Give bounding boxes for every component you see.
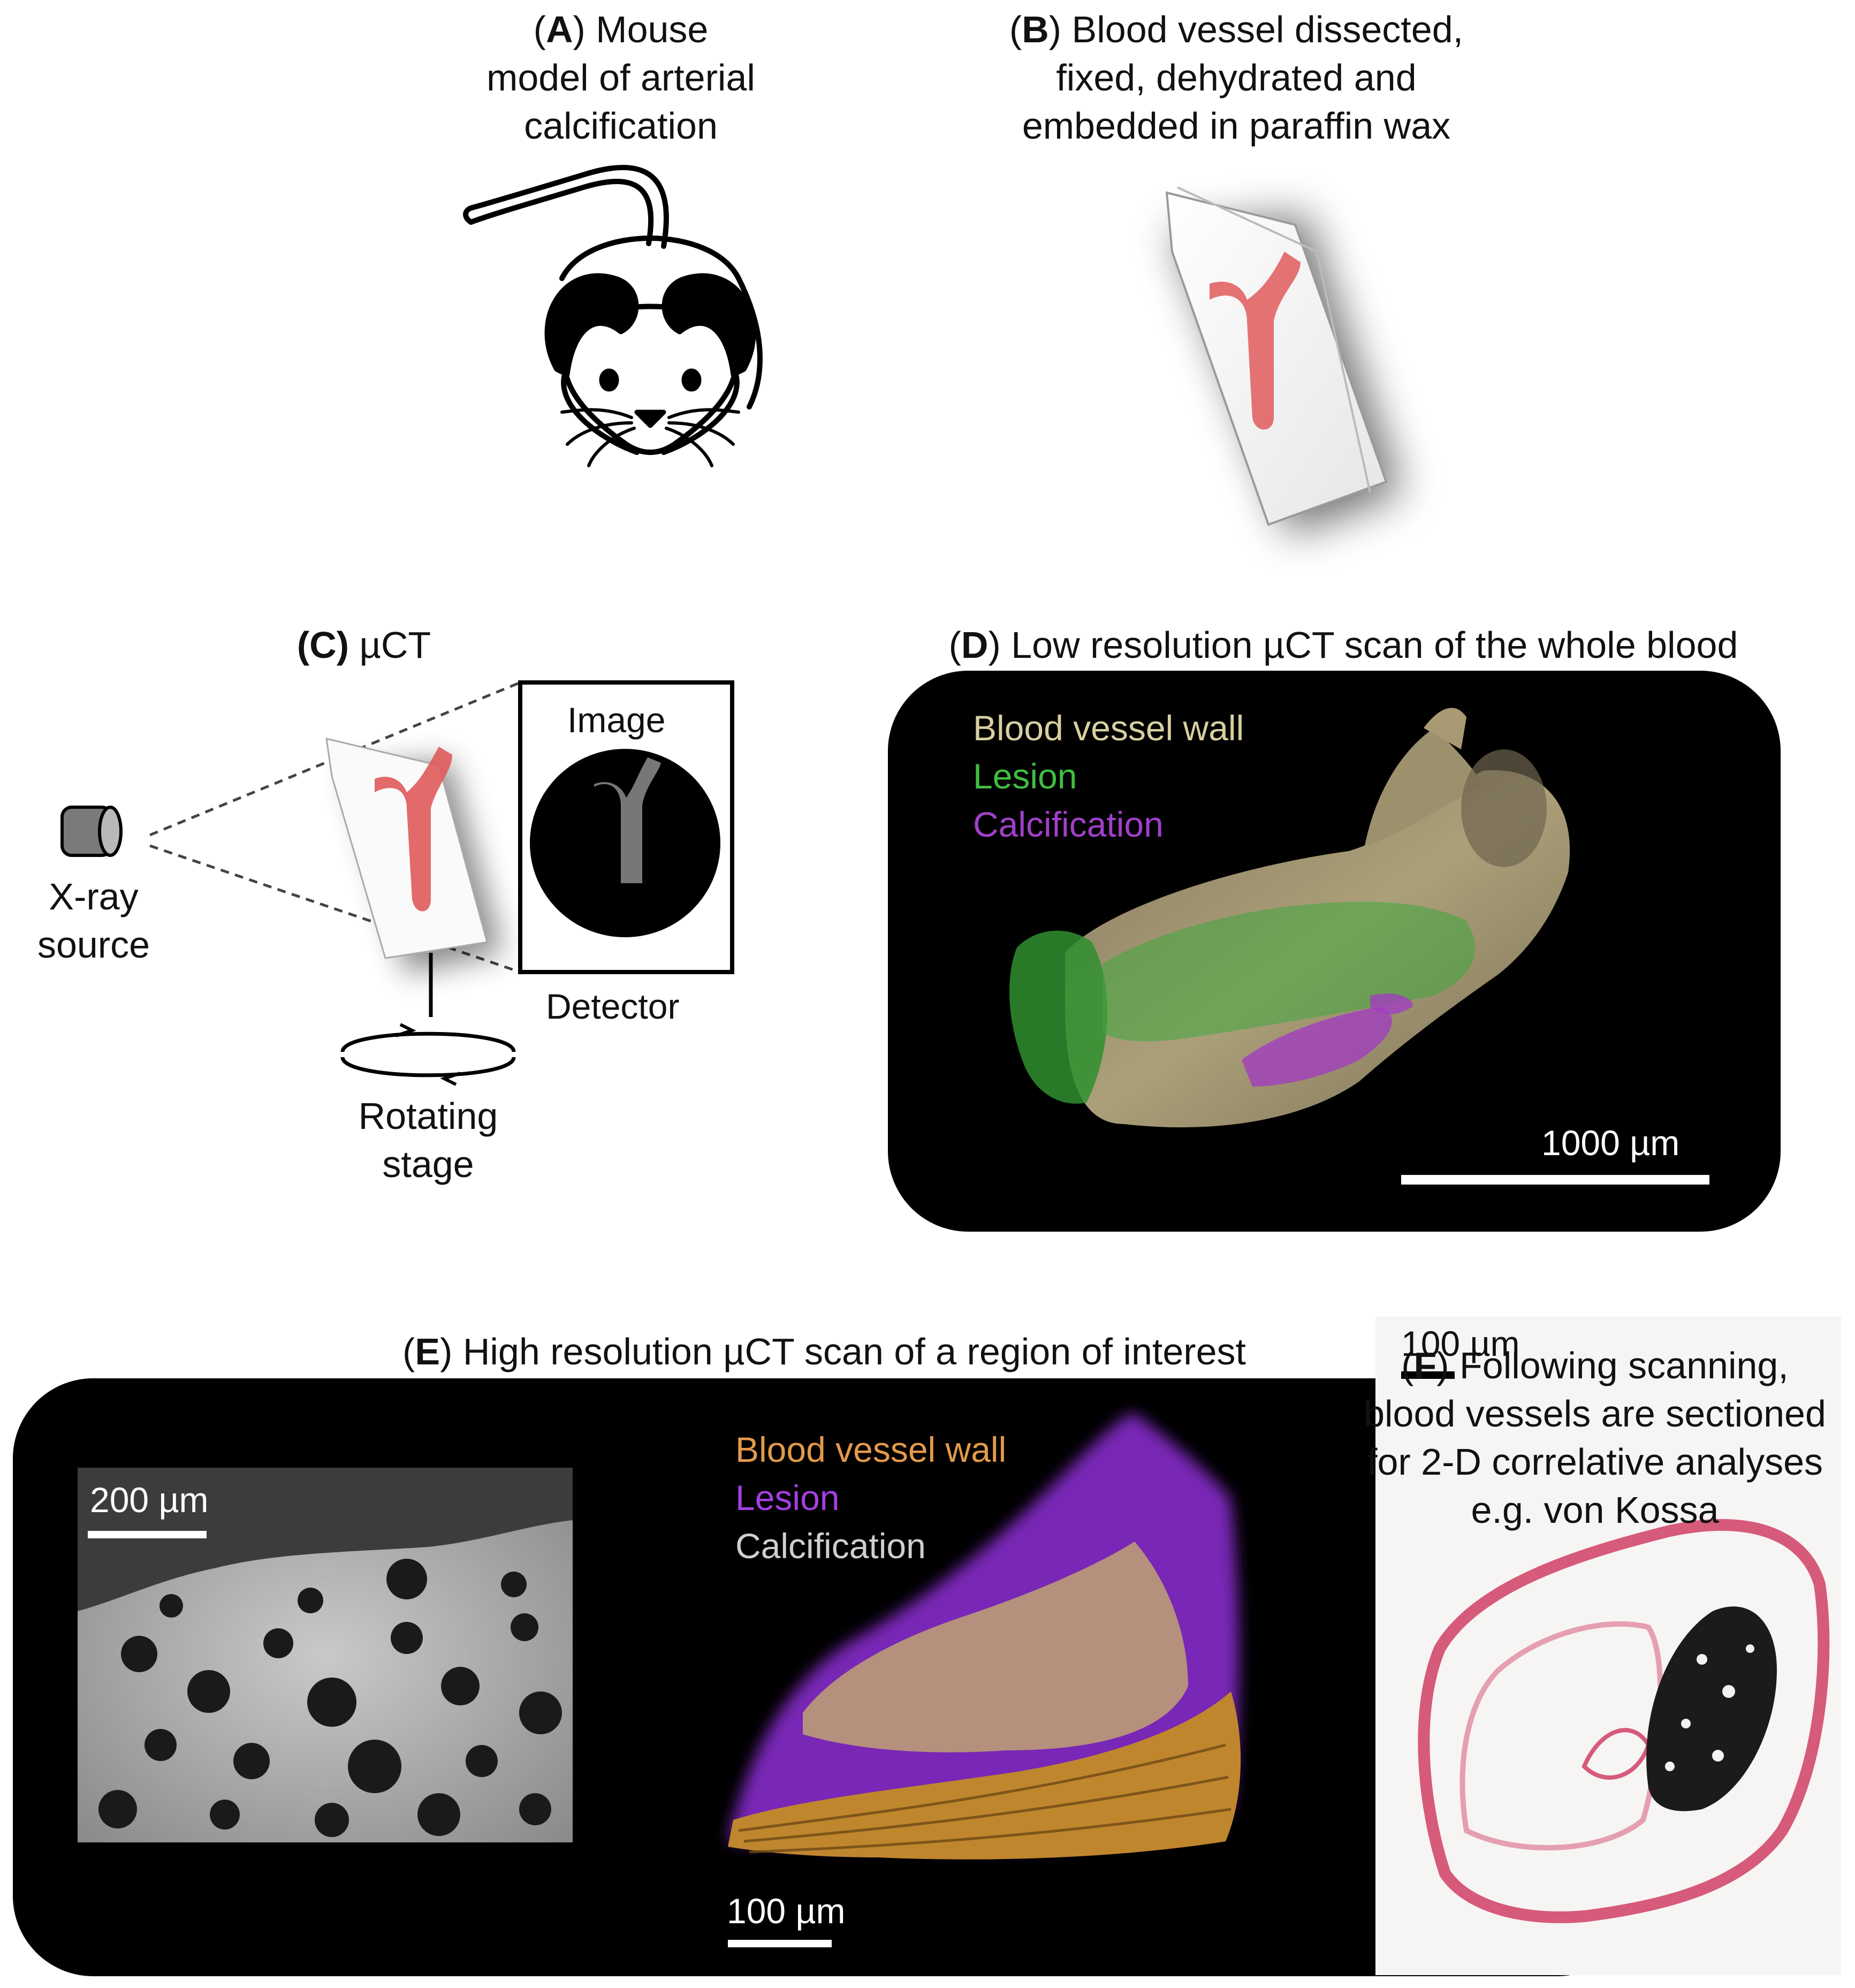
xray-source-icon <box>60 806 123 857</box>
e-legend-lesion: Lesion <box>735 1478 840 1517</box>
low-res-scalebar-line <box>1401 1175 1709 1185</box>
panel-f-title: (F) Following scanning, blood vessels ar… <box>1364 1345 1826 1531</box>
histology-scalebar-line <box>1401 1371 1455 1379</box>
sample-in-scanner-illustration <box>325 738 503 1017</box>
d-legend-calcification: Calcification <box>973 805 1164 844</box>
e-legend-calcification: Calcification <box>735 1526 926 1566</box>
d-legend-lesion: Lesion <box>973 756 1077 796</box>
panel-d-title: (D) Low resolution µCT scan of the whole… <box>948 624 1738 666</box>
detector-label: Detector <box>546 987 680 1026</box>
rotating-stage-label: Rotating stage <box>358 1095 498 1185</box>
rotating-stage-icon <box>340 1023 516 1086</box>
paraffin-block-illustration <box>1165 186 1402 535</box>
detector-box <box>518 680 734 974</box>
xray-source-label: X-ray source <box>37 876 150 966</box>
low-res-vessel-render <box>1009 708 1570 1128</box>
d-scalebar-label: 1000 µm <box>1541 1123 1680 1163</box>
render-scalebar-line <box>728 1940 832 1947</box>
von-kossa-section <box>1375 1317 1841 1975</box>
panel-a-title: (A) Mouse model of arterial calcificatio… <box>486 9 755 147</box>
panel-e-title: (E) High resolution µCT scan of a region… <box>402 1331 1246 1372</box>
f-scalebar-label: 100 µm <box>1401 1324 1520 1363</box>
e-micrograph-scalebar-label: 200 µm <box>90 1480 209 1520</box>
high-res-vessel-render <box>728 1413 1241 1860</box>
panel-b-title: (B) Blood vessel dissected, fixed, dehyd… <box>1009 9 1464 147</box>
mouse-illustration <box>463 164 763 467</box>
micrograph-scalebar-line <box>88 1531 207 1538</box>
panel-c-title: (C) µCT <box>297 624 431 666</box>
e-render-scalebar-label: 100 µm <box>727 1891 846 1931</box>
e-legend-wall: Blood vessel wall <box>735 1430 1007 1469</box>
d-legend-wall: Blood vessel wall <box>973 708 1244 748</box>
image-label: Image <box>567 700 666 740</box>
high-res-micrograph <box>78 1468 573 1842</box>
